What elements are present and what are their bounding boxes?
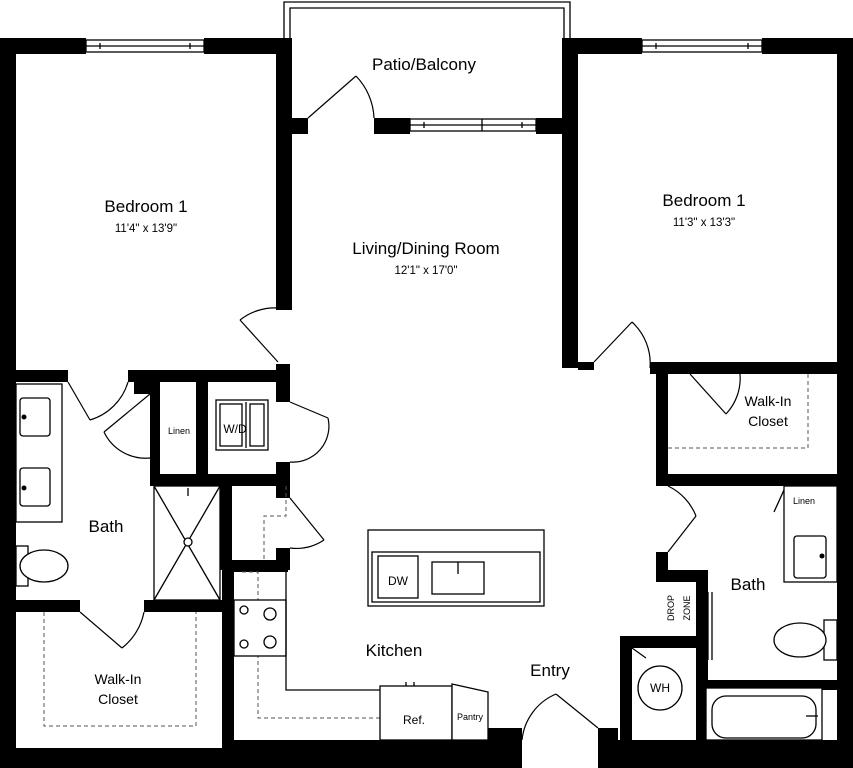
bedroom-right-name: Bedroom 1: [662, 191, 745, 210]
bedroom-right-size: 11'3" x 13'3": [673, 217, 735, 229]
kitchen-name: Kitchen: [366, 641, 423, 660]
bath-right-name: Bath: [731, 575, 766, 594]
closet-left-line1: Walk-In: [95, 671, 142, 687]
bath-left-fixtures: [15, 383, 221, 601]
ref-label: Ref.: [403, 713, 425, 727]
closet-right-line1: Walk-In: [745, 393, 792, 409]
wh-label: WH: [650, 681, 670, 695]
windows: [85, 39, 763, 132]
dashed-shelving: [43, 374, 809, 727]
bedroom-left-size: 11'4" x 13'9": [115, 223, 177, 235]
room-labels: Bedroom 1 11'4" x 13'9" Bedroom 1 11'3" …: [89, 55, 792, 707]
closet-left-line2: Closet: [98, 691, 138, 707]
laundry-fixtures: [215, 399, 269, 451]
patio-name: Patio/Balcony: [372, 55, 476, 74]
exterior-walls: [0, 38, 853, 768]
kitchen-fixtures: [233, 529, 545, 741]
drop-zone-line2: ZONE: [682, 595, 692, 620]
entry-name: Entry: [530, 661, 570, 680]
living-name: Living/Dining Room: [352, 239, 499, 258]
bath-left-name: Bath: [89, 517, 124, 536]
wd-label: W/D: [223, 422, 247, 436]
linen-right-label: Linen: [793, 496, 815, 506]
bath-right-fixtures: [637, 485, 838, 741]
linen-left-label: Linen: [168, 426, 190, 436]
fixture-labels: Linen Linen W/D DW Ref. Pantry WH DROP Z…: [168, 422, 815, 727]
bedroom-left-name: Bedroom 1: [104, 197, 187, 216]
drop-zone-line1: DROP: [666, 595, 676, 621]
closet-right-line2: Closet: [748, 413, 788, 429]
living-size: 12'1" x 17'0": [394, 265, 457, 277]
dw-label: DW: [388, 574, 409, 588]
interior-walls: [16, 364, 837, 748]
pantry-label: Pantry: [457, 712, 484, 722]
patio-outline: [283, 1, 571, 38]
doors: [67, 75, 741, 741]
